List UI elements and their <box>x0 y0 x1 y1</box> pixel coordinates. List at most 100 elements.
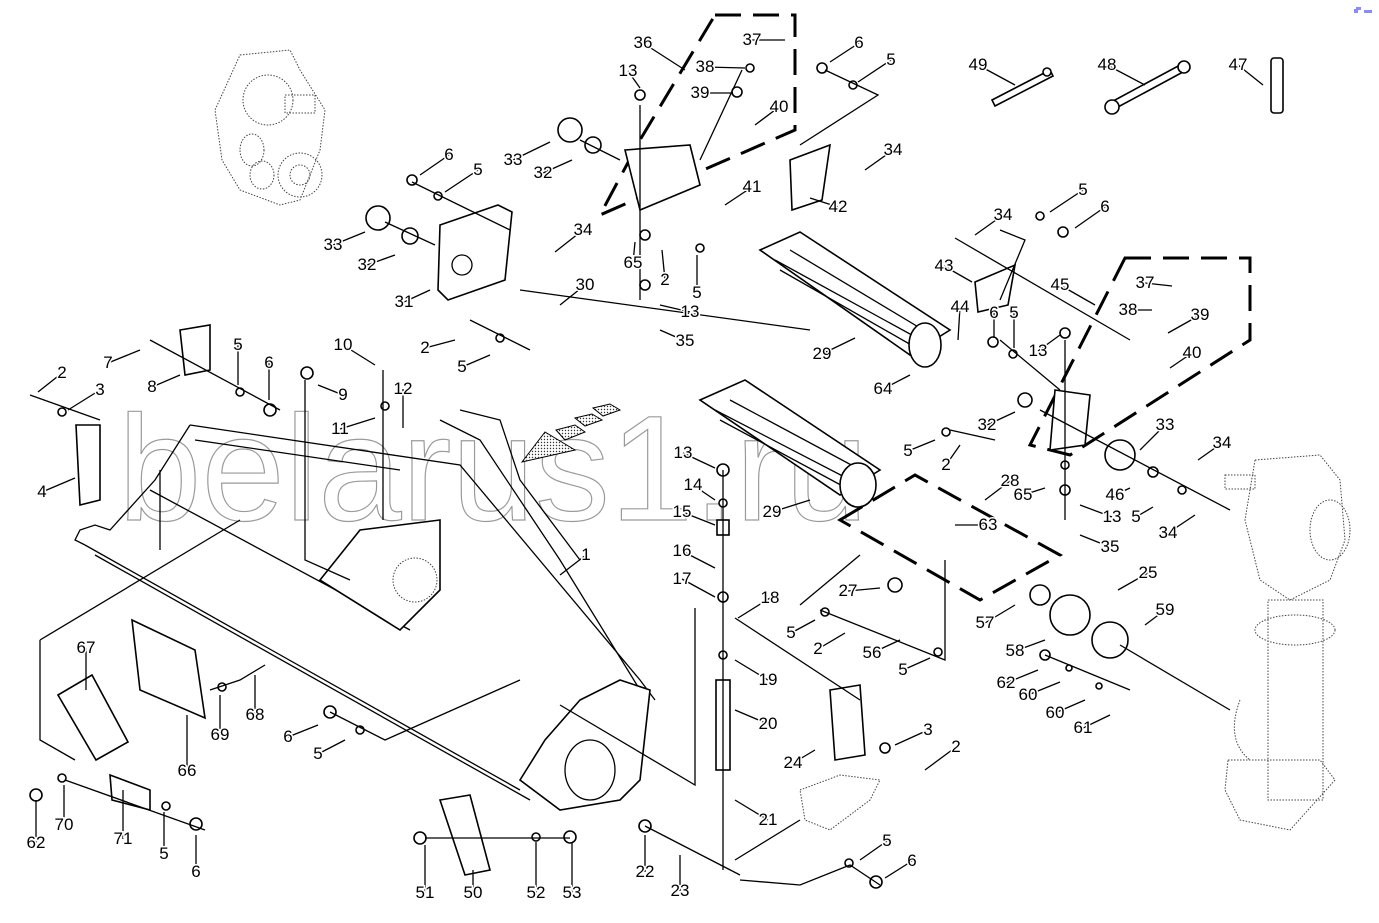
gearbox-ghost-part <box>214 49 326 206</box>
leader-line <box>542 159 573 174</box>
callout-2: 2 <box>419 337 456 359</box>
leader-line <box>403 289 431 303</box>
callout-38: 38 <box>1117 299 1152 321</box>
leader-line <box>857 59 892 83</box>
callout-6: 6 <box>829 32 865 63</box>
leader-line <box>1144 282 1173 287</box>
leader-line <box>366 254 396 266</box>
callout-label: 31 <box>395 292 414 311</box>
callout-label: 23 <box>671 881 690 900</box>
callout-12: 12 <box>392 378 414 428</box>
side-plates <box>56 143 1091 876</box>
callout-5: 5 <box>859 830 893 861</box>
callout-label: 45 <box>1051 275 1070 294</box>
callout-label: 29 <box>813 344 832 363</box>
callout-17: 17 <box>671 568 716 598</box>
callout-label: 25 <box>1139 563 1158 582</box>
callout-5: 5 <box>785 619 816 644</box>
leader-line <box>1167 514 1196 534</box>
bearing-housing-group-right <box>1027 256 1252 457</box>
callout-label: 13 <box>674 443 693 462</box>
callout-label: 67 <box>77 638 96 657</box>
callout-6: 6 <box>1074 196 1111 229</box>
callout-label: 39 <box>1191 305 1210 324</box>
callout-37: 37 <box>1134 272 1173 294</box>
site-logo-icon <box>1354 7 1372 13</box>
callout-label: 5 <box>692 283 701 302</box>
callout-56: 56 <box>861 639 901 664</box>
callout-18: 18 <box>737 587 781 619</box>
leader-line <box>986 411 1016 426</box>
callout-label: 69 <box>211 725 230 744</box>
callout-label: 48 <box>1098 55 1117 74</box>
callout-label: 18 <box>761 588 780 607</box>
callout-31: 31 <box>393 289 431 313</box>
callout-label: 3 <box>923 720 932 739</box>
callout-label: 63 <box>979 515 998 534</box>
callout-70: 70 <box>53 785 75 836</box>
callout-label: 15 <box>673 502 692 521</box>
callout-label: 34 <box>1159 523 1178 542</box>
callout-40: 40 <box>754 96 790 126</box>
callout-label: 34 <box>884 140 903 159</box>
leader-line <box>659 329 686 342</box>
callout-3: 3 <box>67 379 106 411</box>
leader-line <box>1167 314 1201 334</box>
leader-line <box>419 154 450 176</box>
callout-13: 13 <box>659 301 701 323</box>
callout-3: 3 <box>894 719 934 746</box>
callout-label: 5 <box>1131 507 1140 526</box>
callout-60: 60 <box>1044 699 1086 724</box>
callout-label: 6 <box>191 862 200 881</box>
callout-label: 5 <box>886 50 895 69</box>
callout-label: 35 <box>676 331 695 350</box>
leader-line <box>659 304 691 313</box>
callout-69: 69 <box>209 695 231 746</box>
callout-label: 29 <box>763 502 782 521</box>
callout-1: 1 <box>559 544 592 576</box>
callout-5: 5 <box>897 657 931 681</box>
callout-37: 37 <box>741 29 785 51</box>
callout-label: 53 <box>563 883 582 902</box>
callout-68: 68 <box>244 675 266 726</box>
callout-32: 32 <box>532 159 573 184</box>
callout-4: 4 <box>36 477 76 503</box>
callout-label: 32 <box>978 415 997 434</box>
callout-label: 44 <box>951 297 970 316</box>
callout-23: 23 <box>669 855 691 902</box>
callout-5: 5 <box>691 255 703 304</box>
leader-line <box>1049 189 1084 213</box>
callout-5: 5 <box>1008 302 1020 348</box>
leader-line <box>817 632 846 650</box>
callout-62: 62 <box>25 800 47 854</box>
callout-2: 2 <box>924 736 962 771</box>
callout-label: 12 <box>394 379 413 398</box>
leader-line <box>924 746 957 771</box>
callout-45: 45 <box>1049 274 1096 306</box>
callout-5: 5 <box>456 354 491 378</box>
callout-label: 11 <box>331 419 349 438</box>
callout-15: 15 <box>671 501 716 526</box>
callout-label: 35 <box>1101 537 1120 556</box>
leader-line <box>894 729 929 746</box>
callout-label: 71 <box>114 829 133 848</box>
callout-67: 67 <box>75 637 97 690</box>
callout-60: 60 <box>1017 681 1061 706</box>
callout-33: 33 <box>322 231 366 256</box>
rotor-drum-lower-part <box>698 379 882 508</box>
leader-line <box>1197 442 1223 461</box>
callout-label: 33 <box>504 150 523 169</box>
callout-label: 60 <box>1046 703 1065 722</box>
callout-label: 6 <box>1100 197 1109 216</box>
callout-label: 13 <box>619 61 638 80</box>
callout-label: 9 <box>338 385 347 404</box>
callout-label: 3 <box>95 380 104 399</box>
leader-line <box>632 241 636 264</box>
callout-label: 41 <box>743 177 762 196</box>
ring-wrench-part <box>1104 60 1191 115</box>
leader-line <box>974 214 1004 236</box>
callout-label: 40 <box>1183 343 1202 362</box>
callout-66: 66 <box>176 715 198 782</box>
callout-6: 6 <box>190 835 202 883</box>
callout-34: 34 <box>554 219 594 253</box>
